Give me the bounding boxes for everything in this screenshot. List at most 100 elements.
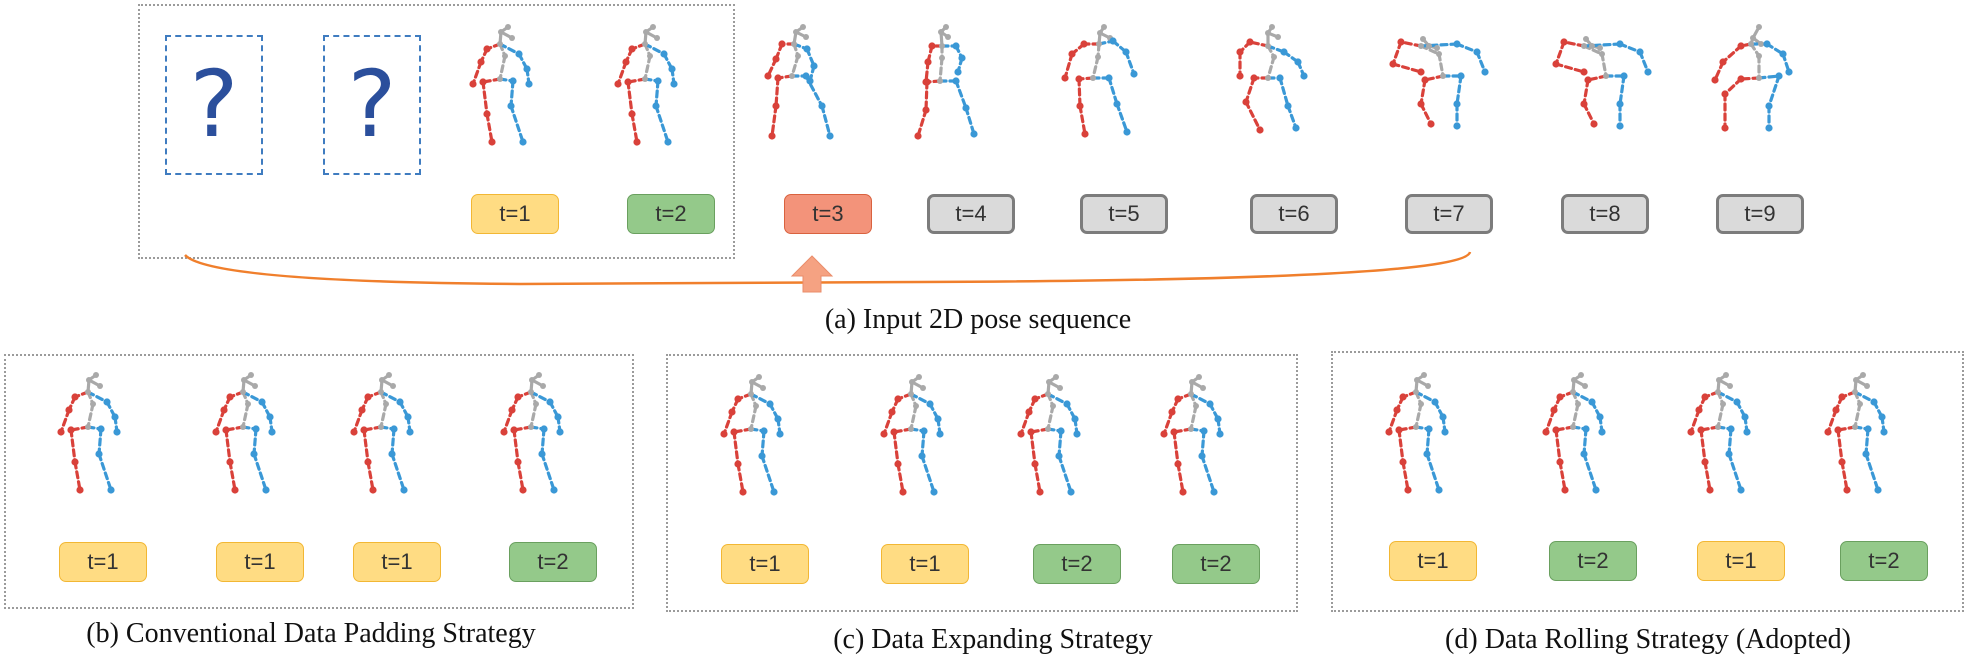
left-forearm xyxy=(616,60,628,86)
right-arm-joint xyxy=(1588,398,1596,406)
right-thigh xyxy=(509,79,515,108)
right-leg-joint xyxy=(400,486,408,494)
right-arm-joint xyxy=(776,430,784,438)
spine-bone xyxy=(241,402,250,429)
right-thigh xyxy=(540,427,546,456)
right-leg-joint xyxy=(250,450,258,458)
left-arm-joint xyxy=(1397,38,1405,46)
left-leg-joint xyxy=(1838,458,1846,466)
right-shoulder-bone xyxy=(749,392,772,406)
left-thigh xyxy=(1172,430,1180,466)
head-joint xyxy=(1756,24,1762,30)
skeleton-a-2 xyxy=(614,24,678,146)
right-shoulder-bone xyxy=(1414,390,1437,404)
left-shin xyxy=(1558,460,1567,492)
pelvis-joint xyxy=(1090,75,1096,81)
right-shin xyxy=(1115,102,1129,134)
right-arm-joint xyxy=(1206,400,1214,408)
skeleton-d-2 xyxy=(1542,372,1606,494)
left-hip-joint xyxy=(1737,75,1745,83)
right-forearm xyxy=(1124,50,1136,76)
left-hip-joint xyxy=(1395,426,1403,434)
left-arm-joint xyxy=(1737,42,1745,50)
left-thigh xyxy=(1699,428,1707,464)
head-joint xyxy=(920,385,926,391)
right-leg-joint xyxy=(519,138,527,146)
left-thigh xyxy=(1077,77,1082,108)
left-hip-joint xyxy=(1552,426,1560,434)
left-forearm xyxy=(1063,52,1074,80)
pelvis-joint xyxy=(937,78,943,84)
head-joint xyxy=(390,383,396,389)
right-hip-joint xyxy=(1057,427,1065,435)
left-arm-joint xyxy=(1385,428,1393,436)
frame-label-d3: t=1 xyxy=(1697,541,1785,581)
thorax-joint xyxy=(1050,403,1056,409)
question-mark: ? xyxy=(189,51,239,158)
head-joint xyxy=(1571,377,1577,383)
right-leg-joint xyxy=(1737,486,1745,494)
right-hip-joint xyxy=(1775,72,1783,80)
left-arm-joint xyxy=(1168,408,1176,416)
left-arm-joint xyxy=(1080,40,1088,48)
pelvis-joint xyxy=(1188,426,1194,432)
right-thigh xyxy=(252,427,258,456)
head-joint xyxy=(1853,377,1859,383)
neck-joint xyxy=(1748,41,1754,47)
frame-label-t6: t=6 xyxy=(1250,194,1338,234)
left-thigh xyxy=(512,428,520,464)
skeleton-c-2 xyxy=(880,374,944,496)
head-joint xyxy=(1425,383,1431,389)
left-arm-joint xyxy=(1236,72,1244,80)
right-shoulder-bone xyxy=(529,390,552,404)
frame-label-d4: t=2 xyxy=(1840,541,1928,581)
head-joint xyxy=(800,24,806,30)
left-leg-joint xyxy=(914,132,922,140)
left-arm-joint xyxy=(483,45,491,53)
left-forearm xyxy=(1689,408,1701,434)
right-shin xyxy=(820,104,832,138)
right-leg-joint xyxy=(262,486,270,494)
thorax-joint xyxy=(1193,403,1199,409)
left-arm-joint xyxy=(1246,38,1254,46)
head-joint xyxy=(1860,372,1866,378)
right-thigh xyxy=(1057,429,1063,458)
left-forearm xyxy=(59,408,71,434)
head-joint xyxy=(1582,383,1588,389)
right-shoulder-bone xyxy=(909,392,932,406)
left-leg-joint xyxy=(519,486,527,494)
spine-bone xyxy=(909,404,918,431)
thorax-joint xyxy=(90,401,96,407)
left-leg-joint xyxy=(1399,458,1407,466)
thorax-joint xyxy=(1575,401,1581,407)
right-shin xyxy=(1425,452,1441,492)
right-arm-joint xyxy=(103,398,111,406)
skeleton-c-4 xyxy=(1160,374,1224,496)
left-thigh xyxy=(1397,428,1405,464)
right-hip-joint xyxy=(540,425,548,433)
left-leg-joint xyxy=(1580,100,1588,108)
left-arm-joint xyxy=(764,72,772,80)
neck-joint xyxy=(791,41,797,47)
left-arm-joint xyxy=(1174,395,1182,403)
head-joint xyxy=(248,372,254,378)
right-arm-joint xyxy=(113,428,121,436)
pelvis-joint xyxy=(1756,75,1762,81)
left-thigh xyxy=(1582,78,1590,106)
head-joint xyxy=(1864,383,1870,389)
left-arm-joint xyxy=(888,408,896,416)
right-arm-joint xyxy=(1636,48,1644,56)
head-joint xyxy=(1200,385,1206,391)
right-shin xyxy=(654,104,670,144)
right-leg-joint xyxy=(1616,122,1624,130)
right-hip-joint xyxy=(252,425,260,433)
right-hip-joint xyxy=(1620,72,1628,80)
right-shin xyxy=(964,106,976,136)
right-arm-joint xyxy=(1616,40,1624,48)
left-arm-joint xyxy=(220,406,228,414)
neck-joint xyxy=(497,41,503,47)
left-arm-joint xyxy=(734,395,742,403)
right-arm-joint xyxy=(1073,430,1081,438)
right-leg-joint xyxy=(1067,488,1075,496)
left-leg-joint xyxy=(1701,458,1709,466)
